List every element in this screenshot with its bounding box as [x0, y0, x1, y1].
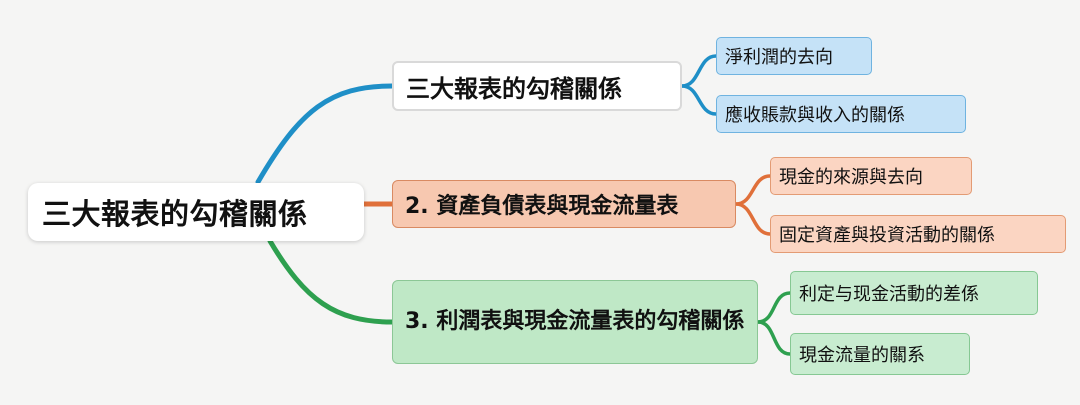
leaf-node-3-1-label: 利定与现金活動的差係 — [799, 284, 979, 305]
leaf-node-1-2[interactable]: 應收賬款與收入的關係 — [716, 95, 966, 133]
connector-branch-1-to-leaf-2 — [680, 84, 718, 116]
connector-root-to-branch-3 — [267, 238, 395, 325]
branch-node-1-label: 三大報表的勾稽關係 — [406, 74, 622, 103]
connector-branch-2-to-leaf-1 — [734, 174, 772, 206]
leaf-node-3-1[interactable]: 利定与现金活動的差係 — [790, 271, 1038, 315]
connector-branch-1-to-leaf-1 — [680, 54, 718, 88]
branch-node-1[interactable]: 三大報表的勾稽關係 — [392, 61, 682, 111]
branch-node-2-label: 2. 資產負債表與現金流量表 — [405, 194, 679, 219]
branch-node-3[interactable]: 3. 利潤表與現金流量表的勾稽關係 — [392, 280, 758, 364]
root-node-label: 三大報表的勾稽關係 — [42, 197, 308, 231]
connector-branch-3-to-leaf-1 — [756, 291, 792, 324]
leaf-node-3-2[interactable]: 現金流量的關系 — [790, 333, 970, 375]
leaf-node-1-1-label: 淨利潤的去向 — [725, 47, 833, 68]
connector-branch-3-to-leaf-2 — [756, 320, 792, 356]
root-node[interactable]: 三大報表的勾稽關係 — [28, 183, 364, 241]
leaf-node-3-2-label: 現金流量的關系 — [799, 345, 925, 366]
leaf-node-2-2-label: 固定資產與投資活動的關係 — [779, 225, 995, 246]
connector-root-to-branch-1 — [255, 83, 395, 185]
leaf-node-1-1[interactable]: 淨利潤的去向 — [716, 37, 872, 75]
leaf-node-2-1-label: 現金的來源與去向 — [779, 167, 923, 188]
branch-node-2[interactable]: 2. 資產負債表與現金流量表 — [392, 180, 736, 228]
branch-node-3-label: 3. 利潤表與現金流量表的勾稽關係 — [405, 309, 745, 334]
leaf-node-2-2[interactable]: 固定資產與投資活動的關係 — [770, 215, 1066, 253]
connector-branch-2-to-leaf-2 — [734, 202, 772, 236]
leaf-node-2-1[interactable]: 現金的來源與去向 — [770, 157, 972, 195]
leaf-node-1-2-label: 應收賬款與收入的關係 — [725, 105, 905, 126]
